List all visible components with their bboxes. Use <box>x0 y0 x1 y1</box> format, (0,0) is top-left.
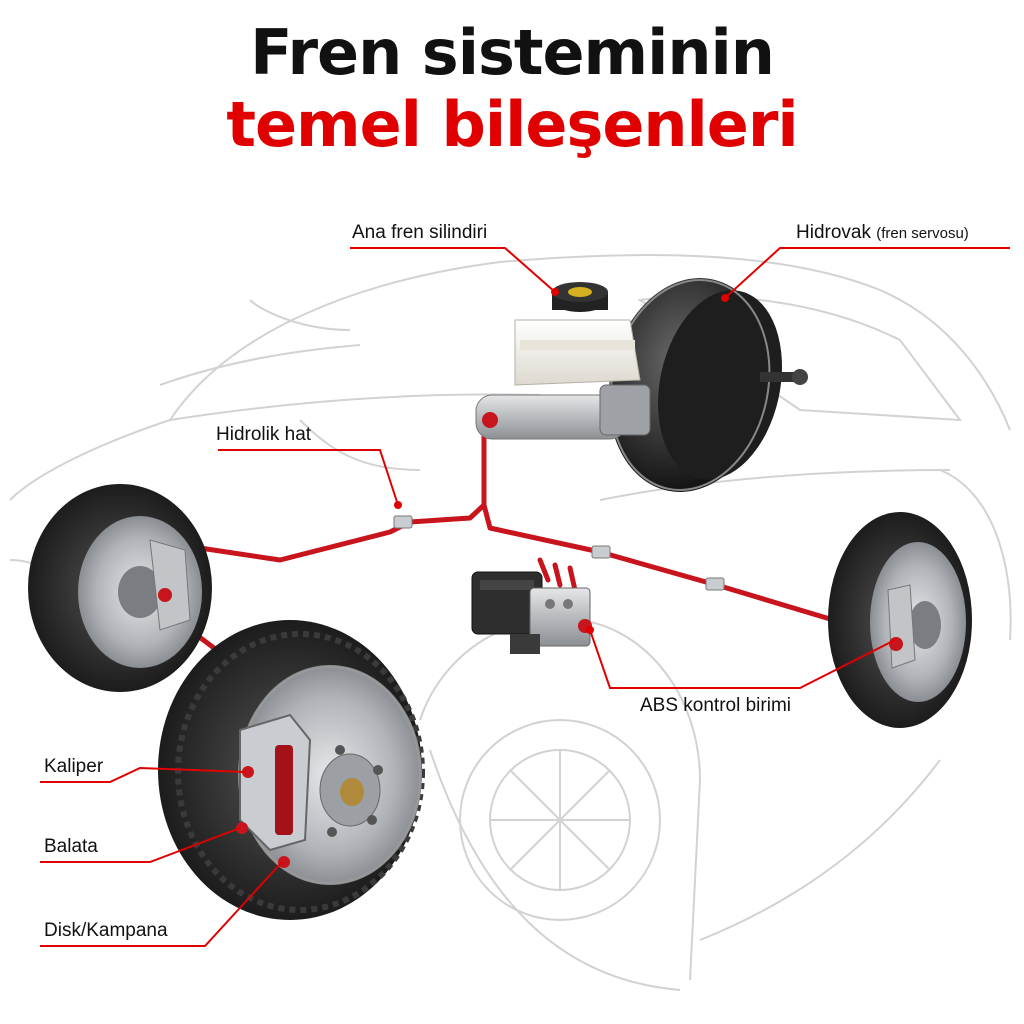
title-line-2: temel bileşenleri <box>226 88 798 161</box>
right-wheel <box>828 512 972 728</box>
label-disc: Disk/Kampana <box>44 920 168 941</box>
label-pad: Balata <box>44 836 98 857</box>
brake-booster <box>608 278 808 492</box>
master-cylinder <box>475 282 651 440</box>
label-caliper: Kaliper <box>44 756 104 777</box>
abs-unit <box>471 571 592 654</box>
label-booster-sub: (fren servosu) <box>876 225 969 242</box>
front-wheel <box>158 620 425 920</box>
label-abs-unit: ABS kontrol birimi <box>640 695 791 716</box>
rear-left-wheel <box>28 484 212 692</box>
brake-line-fittings <box>393 515 725 591</box>
label-brake-booster: Hidrovak (fren servosu) <box>796 222 969 244</box>
label-booster-main: Hidrovak <box>796 222 871 243</box>
title-line-1: Fren sisteminin <box>250 16 775 89</box>
label-master-cylinder: Ana fren silindiri <box>352 222 488 243</box>
label-hydraulic-line: Hidrolik hat <box>216 424 312 445</box>
leader-lines <box>40 247 1010 947</box>
leader-dots <box>394 288 729 634</box>
